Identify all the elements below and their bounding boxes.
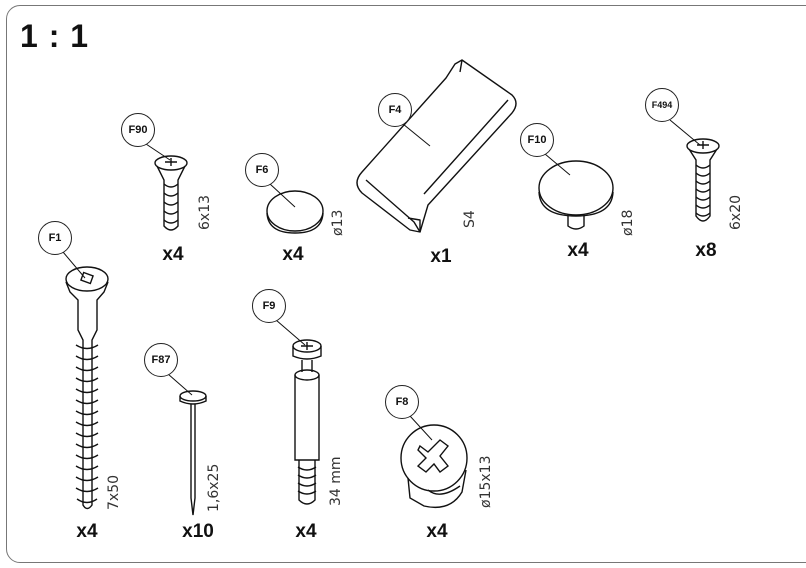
size-f9: 34 mm	[328, 456, 344, 506]
part-tag-f1: F1	[38, 221, 72, 255]
size-f90: 6x13	[197, 194, 213, 230]
part-tag-f90: F90	[121, 113, 155, 147]
cam-bolt-f9-drawing	[292, 339, 322, 505]
size-f87: 1,6x25	[206, 463, 222, 512]
part-tag-f494: F494	[645, 88, 679, 122]
count-f494: x8	[695, 240, 717, 261]
count-f6: x4	[282, 244, 304, 265]
scale-title: 1 : 1	[20, 18, 90, 54]
nail-f87-drawing	[179, 390, 207, 516]
count-f10: x4	[567, 240, 589, 261]
part-tag-f8: F8	[385, 385, 419, 419]
size-f6: ø13	[330, 209, 346, 236]
size-f4: S4	[462, 210, 478, 228]
part-tag-f4: F4	[378, 93, 412, 127]
part-tag-f87: F87	[144, 343, 178, 377]
count-f9: x4	[295, 521, 317, 542]
cam-lock-f8-drawing	[400, 424, 468, 509]
screw-f90-drawing	[154, 155, 188, 231]
screw-f494-drawing	[686, 138, 720, 222]
count-f1: x4	[76, 521, 98, 542]
diagram-frame	[6, 5, 806, 563]
part-tag-f9: F9	[252, 289, 286, 323]
size-f10: ø18	[620, 209, 636, 236]
size-f8: ø15x13	[478, 455, 494, 508]
hex-key-f4-drawing	[356, 59, 517, 233]
part-tag-f6: F6	[245, 153, 279, 187]
size-f1: 7x50	[106, 474, 122, 510]
size-f494: 6x20	[728, 194, 744, 230]
count-f87: x10	[182, 521, 214, 542]
cap-f6-drawing	[266, 190, 324, 234]
count-f90: x4	[162, 244, 184, 265]
cap-f10-drawing	[538, 160, 614, 230]
screw-f1-drawing	[65, 266, 109, 510]
count-f8: x4	[426, 521, 448, 542]
part-tag-f10: F10	[520, 123, 554, 157]
count-f4: x1	[430, 246, 452, 267]
